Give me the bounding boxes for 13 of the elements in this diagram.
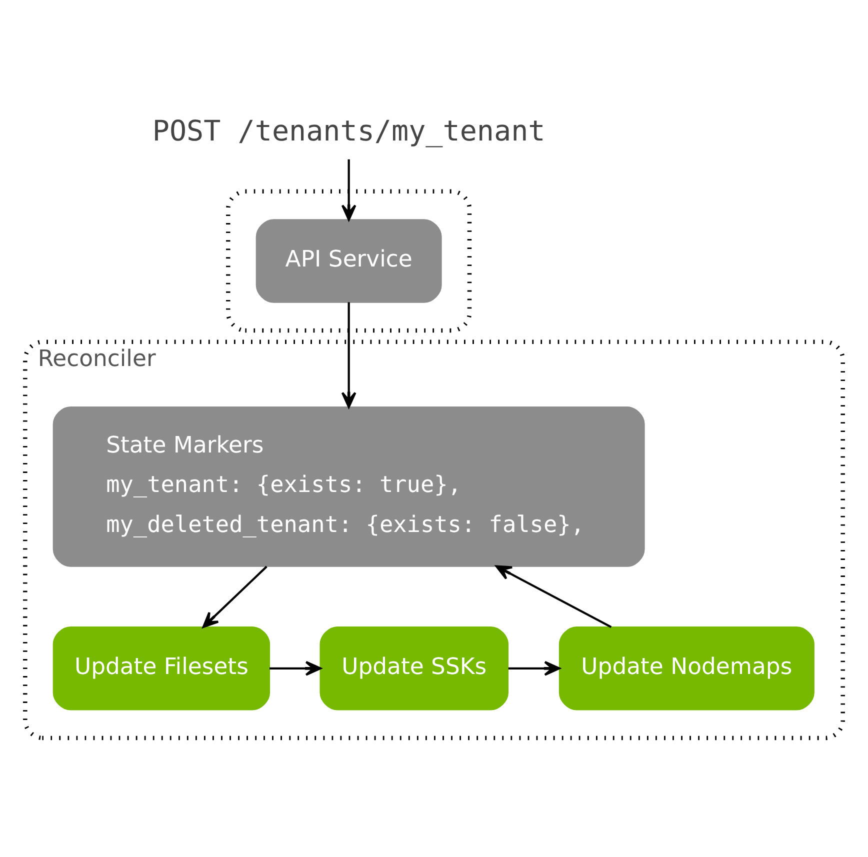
arrow xyxy=(341,302,356,408)
arrow xyxy=(508,660,560,676)
node-text: POST /tenants/my_tenant xyxy=(152,114,546,148)
node-box: State Markers my_tenant: {exists: true}, my_deleted_tenant: {exists: false}, xyxy=(52,406,645,567)
node-box: API Service xyxy=(256,219,442,303)
arrow xyxy=(270,660,322,676)
node-box: Update Filesets xyxy=(52,626,270,710)
arrow xyxy=(341,159,356,221)
cluster xyxy=(226,189,472,333)
node-box: Update Nodemaps xyxy=(558,626,814,710)
arrow xyxy=(495,565,612,628)
arrow xyxy=(202,566,268,628)
node-box: Update SSKs xyxy=(320,626,509,710)
